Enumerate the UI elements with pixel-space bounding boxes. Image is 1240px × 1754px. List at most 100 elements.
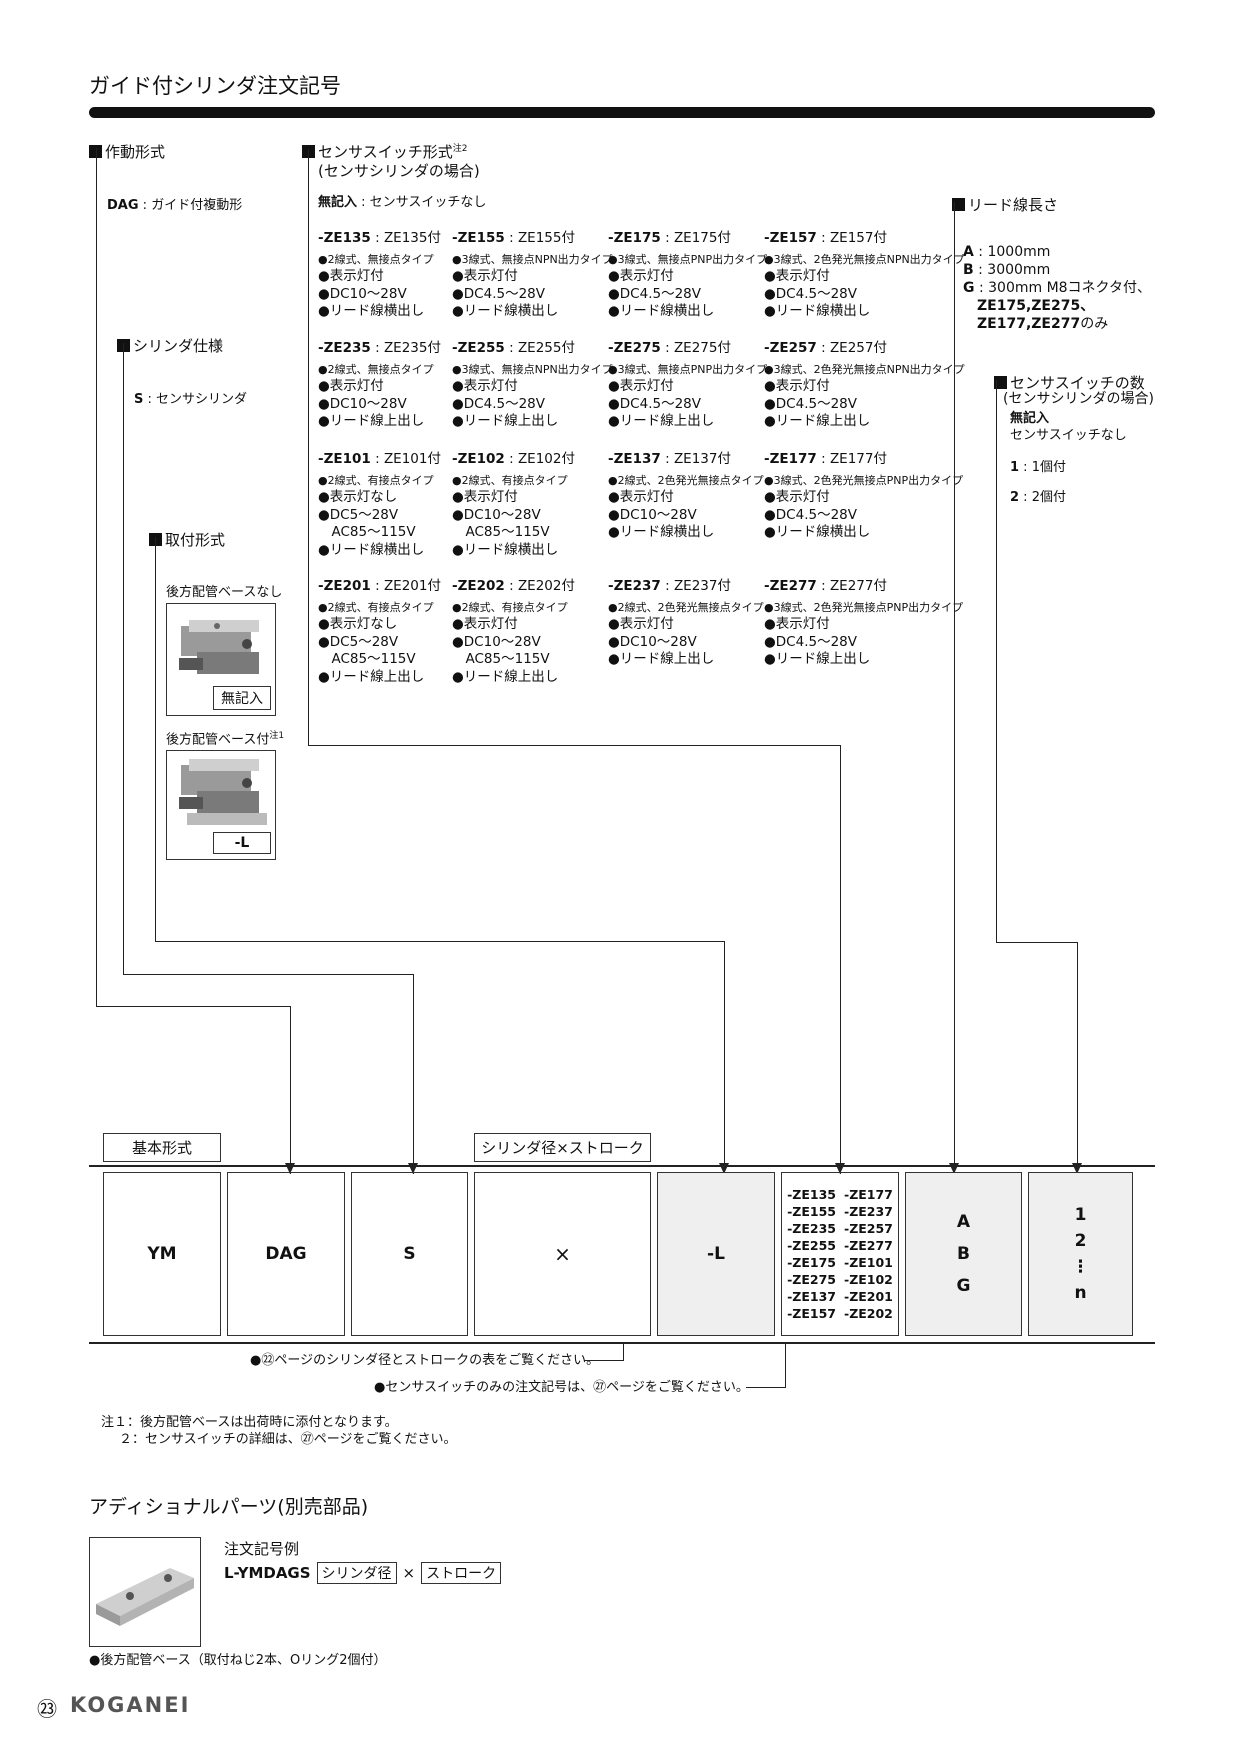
sensor-heading: センサスイッチ形式注2 <box>302 141 467 162</box>
piping-base-caption: ●後方配管ベース（取付ねじ2本、Oリング2個付） <box>89 1653 387 1668</box>
sensor-spec-line: ●リード線上出し <box>764 651 871 667</box>
sensor-option: -ZE255 : ZE255付●3線式、無接点NPN出力タイプ●表示灯付●DC4… <box>452 340 613 429</box>
lead-heading: リード線長さ <box>952 194 1058 215</box>
sensor-option: -ZE101 : ZE101付●2線式、有接点タイプ●表示灯なし●DC5～28V… <box>318 451 441 558</box>
count-code: 1 <box>1074 1205 1087 1225</box>
count-option-1: 1 : 1個付 <box>1010 460 1066 475</box>
sensor-spec-line: ●2線式、2色発光無接点タイプ <box>608 473 764 487</box>
sensor-spec-line: ●表示灯付 <box>318 268 384 284</box>
sensor-spec-line: ●表示灯付 <box>452 616 518 632</box>
sensor-option: -ZE177 : ZE177付●3線式、2色発光無接点PNP出力タイプ●表示灯付… <box>764 451 964 540</box>
code-box-s: S <box>351 1172 468 1336</box>
sensor-option: -ZE277 : ZE277付●3線式、2色発光無接点PNP出力タイプ●表示灯付… <box>764 578 964 667</box>
leader-line <box>996 942 1078 943</box>
arrow-head <box>1072 1163 1082 1174</box>
operation-option: DAG : ガイド付複動形 <box>107 198 243 213</box>
sensor-code: -ZE101 <box>844 1255 893 1270</box>
leader-line <box>155 941 725 942</box>
sensor-option: -ZE102 : ZE102付●2線式、有接点タイプ●表示灯付●DC10～28V… <box>452 451 575 558</box>
page-title: ガイド付シリンダ注文記号 <box>89 74 341 98</box>
sensor-spec-line: ●DC10～28V <box>452 506 541 523</box>
arrow-head <box>835 1163 845 1174</box>
sensor-spec-line: ●3線式、2色発光無接点PNP出力タイプ <box>764 473 964 487</box>
sensor-spec-line: ●DC10～28V <box>452 633 541 650</box>
sensor-spec-line: ●リード線横出し <box>318 303 425 319</box>
sensor-spec-line: ●リード線上出し <box>318 413 425 429</box>
sensor-code: -ZE155 <box>787 1204 836 1219</box>
sensor-option: -ZE235 : ZE235付●2線式、無接点タイプ●表示灯付●DC10～28V… <box>318 340 441 429</box>
bore-stroke-label: シリンダ径×ストローク <box>474 1133 651 1162</box>
sensor-spec-line: ●3線式、2色発光無接点NPN出力タイプ <box>764 252 965 266</box>
lead-options: A : 1000mm B : 3000mm G : 300mm M8コネクタ付、… <box>963 244 1151 332</box>
koganei-logo: KOGANEI <box>70 1693 191 1717</box>
leader-line <box>308 745 841 746</box>
sensor-option: -ZE237 : ZE237付●2線式、2色発光無接点タイプ●表示灯付●DC10… <box>608 578 764 667</box>
sensor-spec-line: ●3線式、2色発光無接点NPN出力タイプ <box>764 362 965 376</box>
sensor-spec-line: ●表示灯付 <box>764 616 830 632</box>
sensor-spec-line: ●リード線上出し <box>764 413 871 429</box>
sensor-option: -ZE155 : ZE155付●3線式、無接点NPN出力タイプ●表示灯付●DC4… <box>452 230 613 319</box>
sensor-spec-line: ●3線式、2色発光無接点PNP出力タイプ <box>764 600 964 614</box>
sensor-spec-line: ●表示灯なし <box>318 489 398 505</box>
leader-line <box>623 1344 624 1361</box>
leader-line <box>123 974 414 975</box>
sensor-spec-line: ●リード線上出し <box>452 668 559 685</box>
sensor-spec-line: ●表示灯付 <box>764 489 830 505</box>
footnote-2: ２：センサスイッチの詳細は、㉗ページをご覧ください。 <box>119 1432 457 1447</box>
sensor-spec-line: ●DC4.5～28V <box>452 395 545 412</box>
cylinder-heading: シリンダ仕様 <box>117 335 223 356</box>
sensor-spec-line: ●リード線横出し <box>452 541 559 558</box>
order-bottom-rule <box>89 1342 1155 1344</box>
piping-base-photo <box>89 1537 201 1647</box>
sensor-spec-line: ●リード線上出し <box>318 668 425 685</box>
count-heading: センサスイッチの数 <box>994 372 1145 393</box>
sensor-spec-line: ●リード線横出し <box>764 303 871 319</box>
mounting-heading: 取付形式 <box>149 529 225 550</box>
sensor-spec-line: ●DC4.5～28V <box>764 285 857 302</box>
sensor-subheading: (センサシリンダの場合) <box>318 162 480 180</box>
sensor-code: -ZE135 <box>787 1187 836 1202</box>
code-box-sensor: -ZE135-ZE177-ZE155-ZE237-ZE235-ZE257-ZE2… <box>781 1172 899 1336</box>
leader-line <box>1077 942 1078 1174</box>
sensor-none-option: 無記入 : センサスイッチなし <box>318 195 487 210</box>
sensor-spec-line: ●リード線横出し <box>608 303 715 319</box>
code-box-ym: YM <box>103 1172 221 1336</box>
sensor-spec-line: ●表示灯なし <box>318 616 398 632</box>
sensor-spec-line: ●DC10～28V <box>318 285 407 302</box>
bore-reference-note: ●㉒ページのシリンダ径とストロークの表をご覧ください。 <box>250 1353 600 1368</box>
sensor-spec-line: ●2線式、2色発光無接点タイプ <box>608 600 764 614</box>
leader-line <box>413 974 414 1174</box>
sensor-spec-line: ●3線式、無接点NPN出力タイプ <box>452 362 613 376</box>
sensor-spec-line: ●2線式、有接点タイプ <box>452 600 568 614</box>
sensor-spec-line: ●リード線横出し <box>452 303 559 319</box>
sensor-spec-line: ●表示灯付 <box>608 378 674 394</box>
cylinder-photo <box>166 603 276 716</box>
mounting-option2-tag: -L <box>213 832 271 854</box>
sensor-spec-line: ●リード線上出し <box>608 413 715 429</box>
order-example: L-YMDAGS シリンダ径 × ストローク <box>224 1562 502 1584</box>
count-code: n <box>1074 1283 1087 1303</box>
arrow-head <box>949 1163 959 1174</box>
leader-line <box>954 202 955 1174</box>
sensor-spec-line: ●DC10～28V <box>608 506 697 523</box>
lead-code: A <box>956 1212 971 1232</box>
sensor-spec-line: ●DC4.5～28V <box>452 285 545 302</box>
stroke-box: ストローク <box>421 1562 502 1584</box>
arrow-head <box>719 1163 729 1174</box>
sensor-spec-line: ●リード線上出し <box>452 413 559 429</box>
sensor-spec-line: ●表示灯付 <box>608 616 674 632</box>
cylinder-option: S : センサシリンダ <box>134 392 248 407</box>
sensor-spec-line: ●表示灯付 <box>764 268 830 284</box>
mounting-option1-tag: 無記入 <box>213 686 271 710</box>
sensor-spec-line: ●3線式、無接点NPN出力タイプ <box>452 252 613 266</box>
leader-line <box>785 1344 786 1388</box>
leader-line <box>840 745 841 1174</box>
mounting-option1-label: 後方配管ベースなし <box>166 585 283 600</box>
leader-line <box>155 537 156 942</box>
sensor-spec-line: ●2線式、無接点タイプ <box>318 252 434 266</box>
sensor-spec-line: ●2線式、有接点タイプ <box>318 473 434 487</box>
basic-model-label: 基本形式 <box>103 1133 221 1162</box>
